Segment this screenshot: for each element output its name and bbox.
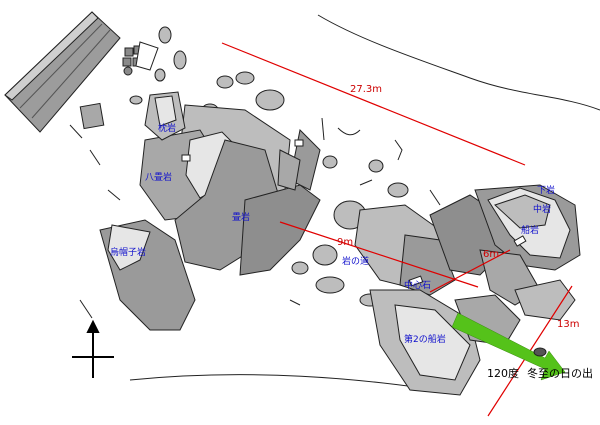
small-stones bbox=[79, 26, 285, 130]
label-second-funaiwa: 第2の船岩 bbox=[404, 335, 446, 345]
middle-outlines bbox=[69, 117, 441, 319]
label-funaiwa: 船岩 bbox=[521, 226, 540, 236]
angle-label: 120度 bbox=[487, 367, 519, 380]
measurement-lines bbox=[221, 42, 573, 417]
measure-line-long bbox=[221, 42, 526, 166]
rock-group-right bbox=[181, 139, 581, 396]
measure-label-long: 27.3m bbox=[350, 84, 383, 95]
label-iwanomichi: 岩の道 bbox=[342, 257, 370, 267]
label-tatami-rock: 畳岩 bbox=[232, 213, 251, 223]
label-hachijo-rock: 八畳岩 bbox=[145, 173, 173, 183]
label-shimoiwa: 下岩 bbox=[537, 186, 556, 196]
label-chushinseki: 中心石 bbox=[404, 281, 432, 291]
measure-label-short: 6m bbox=[483, 249, 500, 260]
measure-label-mid: 9m bbox=[337, 237, 354, 248]
label-makura-rock: 枕岩 bbox=[158, 124, 177, 134]
label-eboshi-rock: 烏帽子岩 bbox=[110, 248, 147, 258]
north-cross-icon bbox=[72, 319, 114, 378]
marker-stone bbox=[533, 347, 547, 357]
rock-group-left bbox=[99, 91, 321, 331]
measure-line-mid bbox=[279, 221, 479, 288]
measure-label-side: 13m bbox=[557, 319, 580, 330]
arrow-right-icon bbox=[451, 312, 566, 381]
measure-line-short bbox=[429, 249, 511, 293]
building-roof bbox=[4, 11, 121, 133]
label-nakaiwa: 中岩 bbox=[533, 205, 552, 215]
sunrise-label: 冬至の日の出 bbox=[527, 367, 593, 380]
